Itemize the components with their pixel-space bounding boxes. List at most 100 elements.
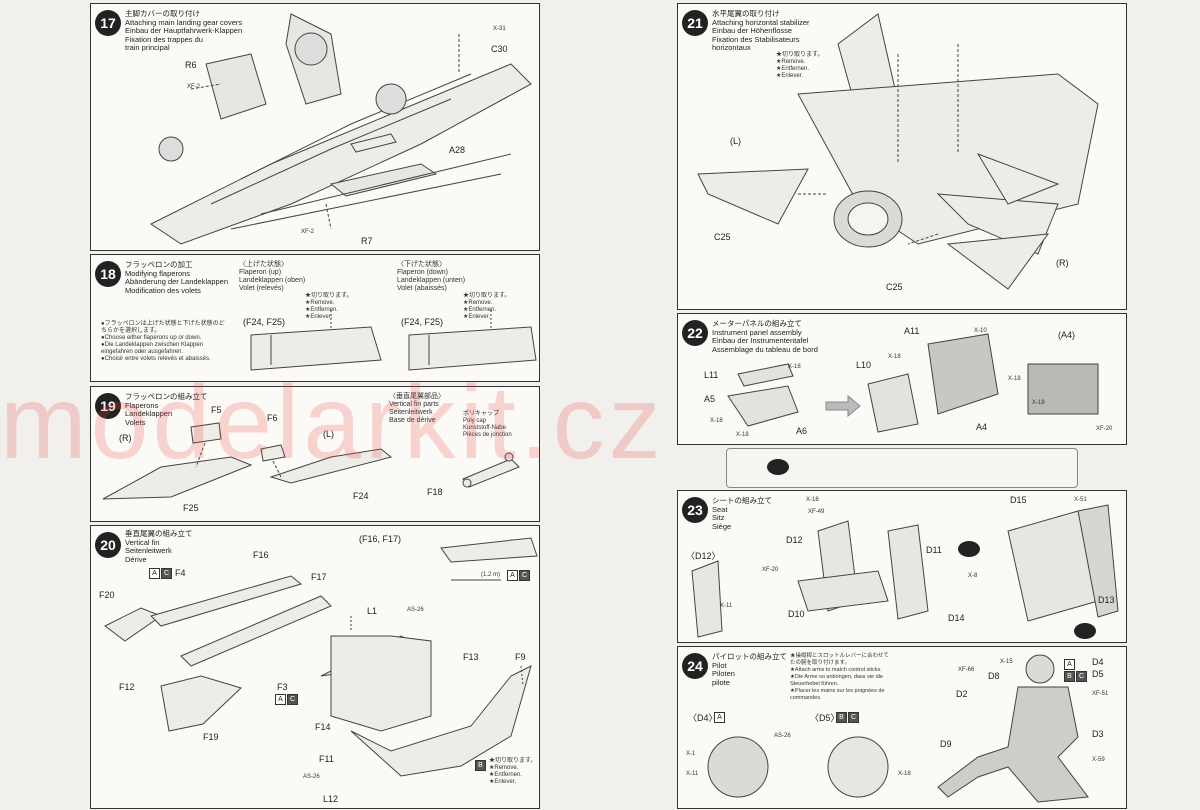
part-label-l11: L11 [704, 370, 719, 380]
paint-box-c-f4: C [161, 568, 172, 579]
part-label-a6: A6 [796, 426, 808, 436]
paint-label-x18: X-18 [788, 364, 801, 370]
part-label-d12: D12 [786, 535, 803, 545]
part-label-f12: F12 [119, 682, 135, 692]
paint-box-b: B [475, 760, 486, 771]
paint-label-x18: X-18 [736, 432, 749, 438]
part-label-f24: F24 [353, 491, 369, 501]
step-19-panel: 19 フラッペロンの組み立て Flaperons Landeklappen Vo… [90, 386, 540, 522]
paint-label-x18: X-18 [806, 497, 819, 503]
part-label-d10: D10 [788, 609, 805, 619]
paint-label-x15: X-15 [1000, 659, 1013, 665]
step-title: フラッペロンの加工 Modifying flaperons Abänderung… [125, 260, 229, 295]
step-18-panel: 18 フラッペロンの加工 Modifying flaperons Abänder… [90, 254, 540, 382]
paint-box-b-d5: B [836, 712, 847, 723]
paint-label-xf2: XF-2 [187, 84, 201, 90]
part-label-d14: D14 [948, 613, 965, 623]
step-number: 21 [682, 10, 708, 36]
part-label-l12: L12 [323, 794, 339, 804]
paint-box-a-d4: A [714, 712, 725, 723]
part-label-f19: F19 [203, 732, 219, 742]
paint-label-xf49: XF-49 [808, 509, 825, 515]
step-number: 19 [95, 393, 121, 419]
step-title: メーターパネルの組み立て Instrument panel assembly E… [712, 319, 818, 354]
step-number: 20 [95, 532, 121, 558]
part-label-a4: A4 [976, 422, 988, 432]
dp-mark-icon [1074, 623, 1096, 639]
paint-box-a: A [507, 570, 518, 581]
step-24-panel: 24 パイロットの組み立て Pilot Piloten pilote ★操縦桿と… [677, 646, 1127, 809]
part-label-f17: F17 [311, 572, 327, 582]
flaperon-down-caption: 〈下げた状態〉 Flaperon (down) Landeklappen (un… [397, 261, 466, 292]
part-label-a28: A28 [449, 145, 466, 155]
paint-label-as26-lower: AS-26 [303, 774, 320, 780]
step-title: 主脚カバーの取り付け Attaching main landing gear c… [125, 9, 243, 52]
paint-label-x18: X-18 [888, 354, 901, 360]
paint-label-x18: X-18 [710, 418, 723, 424]
part-label-d12-detail: 〈D12〉 [686, 551, 721, 561]
step-title: シートの組み立て Seat Sitz Siège [712, 496, 772, 531]
part-label-f14: F14 [315, 722, 331, 732]
flaperon-note: ●フラッペロンは上げた状態と下げた状態のどちらかを選択します。 ●Choose … [101, 321, 225, 362]
side-label-right: (R) [1056, 258, 1069, 268]
paint-box-a-f3: A [275, 694, 286, 705]
part-label-d8: D8 [988, 671, 1000, 681]
part-label-a11: A11 [904, 326, 920, 336]
part-label-f18: F18 [427, 487, 443, 497]
part-label-d15: D15 [1010, 495, 1027, 505]
step-21-panel: 21 水平尾翼の取り付け Attaching horizontal stabil… [677, 3, 1127, 310]
part-label-d9: D9 [940, 739, 952, 749]
part-label-c30: C30 [491, 44, 508, 54]
side-label-left: (L) [730, 136, 741, 146]
side-label-right: (R) [119, 433, 132, 443]
detail-up-parts-notice [726, 448, 1078, 488]
paint-label-x11: X-11 [686, 771, 699, 777]
part-label-c25-right: C25 [886, 282, 903, 292]
part-label-d4: D4 [1092, 657, 1104, 667]
part-label-f6: F6 [267, 413, 278, 423]
part-label-a5: A5 [704, 394, 716, 404]
paint-box-a: A [1064, 659, 1075, 670]
step-23-panel: 23 シートの組み立て Seat Sitz Siège 〈D12〉 D12 D1… [677, 490, 1127, 643]
step-number: 22 [682, 320, 708, 346]
step-title: パイロットの組み立て Pilot Piloten pilote [712, 652, 787, 687]
step-19-illustration [102, 422, 520, 500]
parts-ref-up: (F24, F25) [243, 317, 286, 327]
paint-box-c-f3: C [287, 694, 298, 705]
step-24-illustration [707, 654, 1089, 803]
part-label-d2: D2 [956, 689, 968, 699]
fin-parts-caption: 〈垂直尾翼部品〉 Vertical fin parts Seitenleitwe… [389, 393, 445, 424]
step-title: 水平尾翼の取り付け Attaching horizontal stabilize… [712, 9, 810, 52]
paint-label-x8: X-8 [968, 573, 978, 579]
part-label-f16: F16 [253, 550, 269, 560]
step-number: 23 [682, 497, 708, 523]
parts-ref-f16-f17: (F16, F17) [359, 534, 402, 544]
dimension-label: (1.2 m) [481, 572, 501, 578]
part-label-d4-detail: 〈D4〉 [688, 713, 718, 723]
part-label-d3: D3 [1092, 729, 1104, 739]
flaperon-up-caption: 〈上げた状態〉 Flaperon (up) Landeklappen (oben… [239, 261, 306, 292]
paint-label-x18: X-18 [1032, 400, 1045, 406]
step-20-panel: 20 垂直尾翼の組み立て Vertical fin Seitenleitwerk… [90, 525, 540, 809]
step-number: 18 [95, 261, 121, 287]
paint-box-c-d5: C [848, 712, 859, 723]
step-21-illustration [697, 13, 1099, 290]
step-number: 17 [95, 10, 121, 36]
part-label-d11: D11 [926, 545, 942, 555]
paint-label-xf51: XF-51 [1092, 691, 1109, 697]
polycap-caption: ポリキャップ Poly cap Kunststoff-Nabe Pièces d… [463, 411, 512, 438]
step-22-panel: 22 メーターパネルの組み立て Instrument panel assembl… [677, 313, 1127, 445]
part-label-f20: F20 [99, 590, 115, 600]
paint-label-as26: AS-26 [774, 733, 791, 739]
side-label-left: (L) [323, 429, 334, 439]
part-label-f4: F4 [175, 568, 186, 578]
paint-label-xf66: XF-66 [958, 667, 975, 673]
paint-label-x1: X-1 [686, 751, 696, 757]
remove-note-up: ★切り取ります。 ★Remove. ★Entfernen. ★Enlever. [305, 293, 353, 320]
paint-label-x18: X-18 [1008, 376, 1021, 382]
part-label-r7: R7 [361, 236, 373, 246]
dp-mark-icon [767, 459, 789, 475]
part-label-d13: D13 [1098, 595, 1115, 605]
step-22-illustration [727, 333, 1099, 433]
step-title: フラッペロンの組み立て Flaperons Landeklappen Volet… [125, 392, 208, 427]
